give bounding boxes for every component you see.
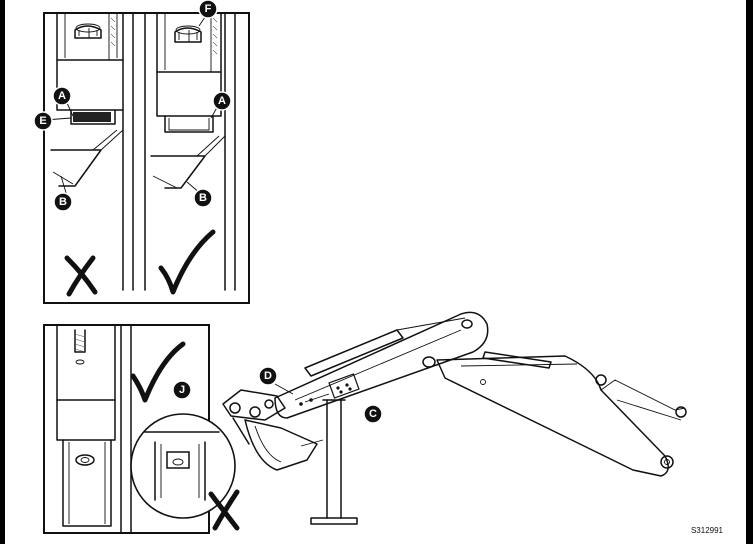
callout-B-right: B xyxy=(193,188,213,208)
backhoe-arm-drawing xyxy=(222,311,687,525)
callout-E: E xyxy=(33,111,53,131)
callout-A-left: A xyxy=(52,86,72,106)
reference-code: S312991 xyxy=(691,526,724,535)
cross-mark-icon xyxy=(208,489,240,531)
svg-text:B: B xyxy=(199,192,207,204)
dipper-arm xyxy=(274,311,489,419)
cross-mark-icon xyxy=(64,255,98,297)
right-pad-view xyxy=(144,13,236,291)
top-inset-panel xyxy=(43,12,250,304)
callout-B-left: B xyxy=(53,192,73,212)
svg-text:E: E xyxy=(39,115,46,127)
backhoe-inspection-diagram: A E B F A B J D C S312991 xyxy=(33,0,724,535)
diagram-canvas: A E B F A B J D C S312991 xyxy=(5,0,746,544)
magnified-detail xyxy=(130,413,236,519)
svg-text:A: A xyxy=(58,90,66,102)
left-pad-view xyxy=(50,13,134,291)
boom xyxy=(436,355,687,477)
svg-text:C: C xyxy=(369,408,377,420)
callout-D: D xyxy=(258,366,278,386)
callout-F: F xyxy=(198,0,218,19)
check-mark-icon xyxy=(130,341,186,403)
bottom-inset-panel xyxy=(43,324,240,534)
hydraulic-rams xyxy=(304,317,552,377)
svg-text:J: J xyxy=(179,384,185,396)
callout-C: C xyxy=(363,404,383,424)
bucket xyxy=(222,389,324,471)
svg-text:D: D xyxy=(264,370,272,382)
callout-J: J xyxy=(172,380,192,400)
svg-text:B: B xyxy=(59,196,67,208)
callout-A-right: A xyxy=(212,91,232,111)
svg-text:F: F xyxy=(205,3,212,15)
support-stand xyxy=(310,399,358,525)
svg-text:A: A xyxy=(218,95,226,107)
check-mark-icon xyxy=(158,229,216,295)
